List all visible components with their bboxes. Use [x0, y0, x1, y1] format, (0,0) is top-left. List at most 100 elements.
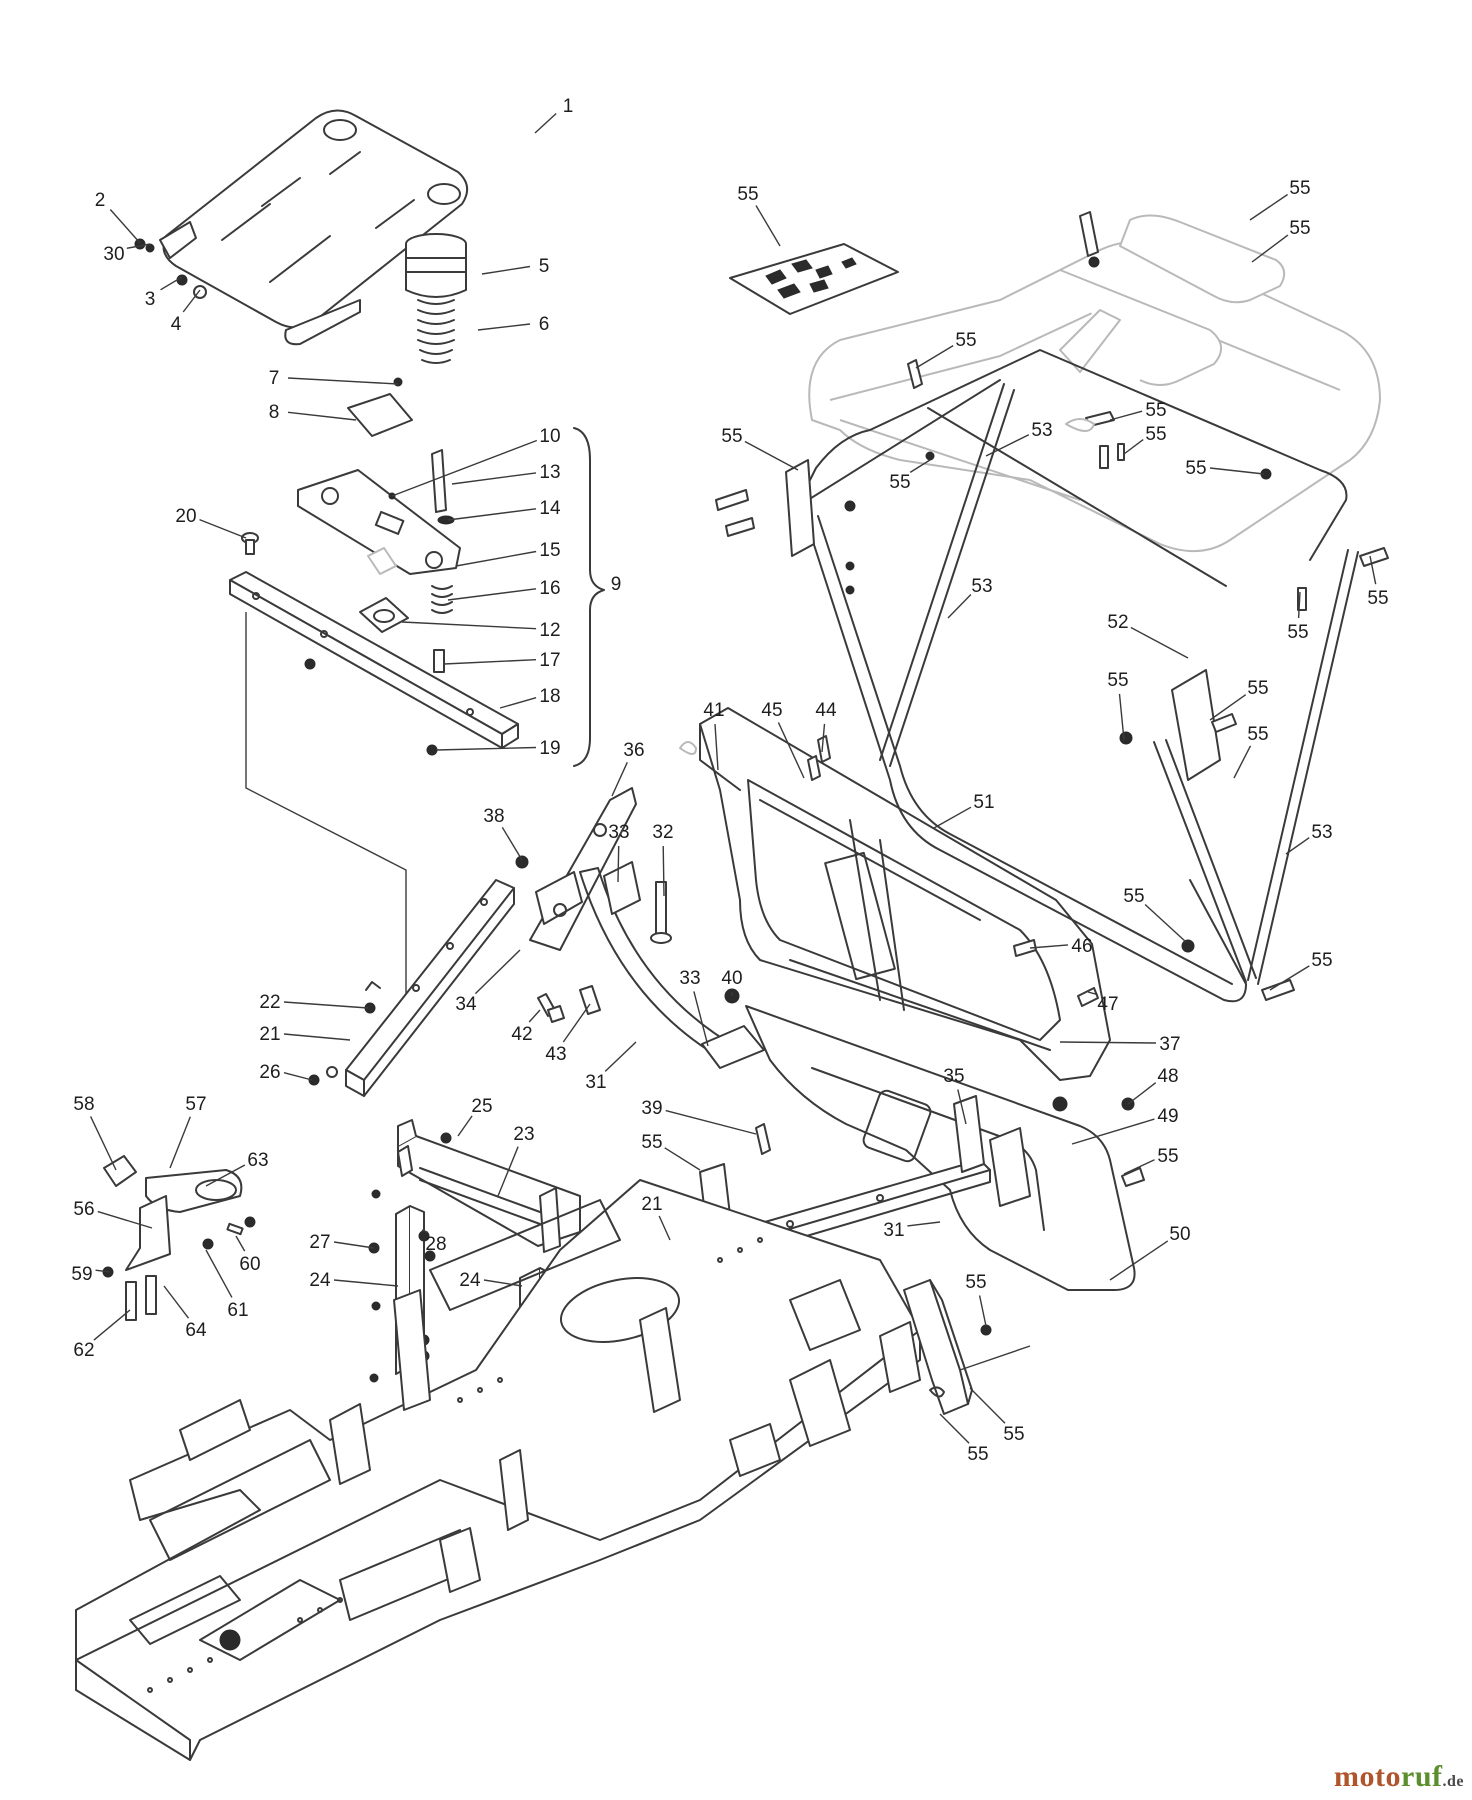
leader-line: [199, 518, 247, 539]
callout-c24a: 24: [309, 1270, 331, 1291]
callout-c5: 5: [539, 256, 550, 277]
leader-line: [744, 440, 799, 471]
callout-c55r: 55: [1157, 1146, 1178, 1167]
callout-c43: 43: [545, 1044, 566, 1065]
callout-c55e: 55: [1145, 400, 1166, 421]
callout-c46: 46: [1071, 936, 1092, 957]
callout-c32: 32: [652, 822, 673, 843]
callout-c4: 4: [171, 314, 182, 335]
leader-line: [1109, 410, 1143, 421]
leader-line: [933, 806, 972, 829]
callout-c3: 3: [145, 289, 156, 310]
side-rail-left: [308, 879, 515, 1097]
callout-c44: 44: [815, 700, 837, 721]
leader-line: [528, 1009, 541, 1023]
callout-c58: 58: [73, 1094, 94, 1115]
callout-c40: 40: [721, 968, 742, 989]
assembly-line: [245, 612, 407, 1002]
leader-line: [95, 1269, 111, 1273]
callout-c45: 45: [761, 700, 782, 721]
callout-c18: 18: [539, 686, 560, 707]
callout-c56: 56: [73, 1199, 94, 1220]
leader-line: [182, 289, 201, 313]
leader-line: [287, 411, 357, 421]
leader-line: [693, 991, 709, 1047]
leader-line: [401, 621, 537, 630]
leader-line: [126, 243, 151, 249]
hopper-frame: [679, 707, 1111, 1081]
callout-c8: 8: [269, 402, 280, 423]
leader-line: [978, 1295, 987, 1327]
leader-line: [205, 1249, 233, 1298]
leader-line: [1209, 694, 1247, 721]
callout-c38: 38: [483, 806, 504, 827]
bolt-20: [241, 532, 259, 555]
callout-c55b: 55: [1289, 178, 1310, 199]
callout-c31a: 31: [585, 1072, 606, 1093]
callout-c51: 51: [973, 792, 994, 813]
callout-c55u: 55: [967, 1444, 988, 1465]
callout-c14: 14: [539, 498, 561, 519]
arm-clamp: [603, 861, 641, 915]
leader-line: [664, 1147, 701, 1171]
callout-c55f: 55: [1145, 424, 1166, 445]
callout-c62: 62: [73, 1340, 94, 1361]
callout-c55k: 55: [1287, 622, 1308, 643]
seat-switch-assembly: [102, 1155, 256, 1321]
leader-line: [1087, 991, 1098, 996]
leader-line: [421, 1229, 429, 1234]
leader-line: [1059, 1041, 1157, 1044]
callout-c55l: 55: [1107, 670, 1128, 691]
callout-c47: 47: [1097, 994, 1118, 1015]
callout-c55h: 55: [721, 426, 742, 447]
leader-line: [391, 439, 538, 497]
callout-c61: 61: [227, 1300, 248, 1321]
leader-line: [1251, 234, 1289, 263]
callout-c26: 26: [259, 1062, 280, 1083]
leader-line: [474, 949, 521, 995]
group-brace: [573, 427, 605, 767]
callout-c39: 39: [641, 1098, 662, 1119]
bracket-35b: [989, 1127, 1031, 1207]
callout-c55p: 55: [1123, 886, 1144, 907]
callout-c55n: 55: [1247, 678, 1268, 699]
leader-line: [435, 746, 537, 751]
leader-line: [617, 845, 620, 883]
callout-leaders: [89, 112, 1377, 1444]
callout-c55g: 55: [1185, 458, 1206, 479]
leader-line: [447, 508, 537, 521]
leader-line: [109, 209, 141, 244]
leader-line: [1233, 745, 1252, 779]
leader-line: [1130, 626, 1189, 659]
callout-c63: 63: [247, 1150, 268, 1171]
leader-line: [333, 1279, 399, 1287]
callout-c55o: 55: [1247, 724, 1268, 745]
callout-c42: 42: [511, 1024, 532, 1045]
leader-line: [1297, 591, 1301, 619]
callout-c55a: 55: [737, 184, 758, 205]
leader-line: [455, 550, 537, 567]
callout-c19: 19: [539, 738, 560, 759]
pin-32: [650, 881, 672, 944]
callout-c27: 27: [309, 1232, 330, 1253]
callout-c41: 41: [703, 700, 724, 721]
leader-line: [93, 1309, 131, 1341]
callout-c55j: 55: [1367, 588, 1388, 609]
callout-c24b: 24: [459, 1270, 481, 1291]
callout-c31b: 31: [883, 1220, 904, 1241]
leader-line: [1285, 837, 1310, 855]
bracket-35: [953, 1095, 985, 1173]
leader-line: [658, 1215, 671, 1241]
callout-c15: 15: [539, 540, 560, 561]
callout-c55s: 55: [965, 1272, 986, 1293]
leader-line: [1109, 1240, 1169, 1281]
callout-c55q: 55: [1311, 950, 1332, 971]
callout-c23: 23: [513, 1124, 534, 1145]
callout-c53c: 53: [1311, 822, 1332, 843]
leader-line: [1209, 467, 1265, 475]
leader-line: [562, 1003, 591, 1043]
seat-rail: [229, 571, 519, 756]
leader-line: [907, 1221, 941, 1227]
